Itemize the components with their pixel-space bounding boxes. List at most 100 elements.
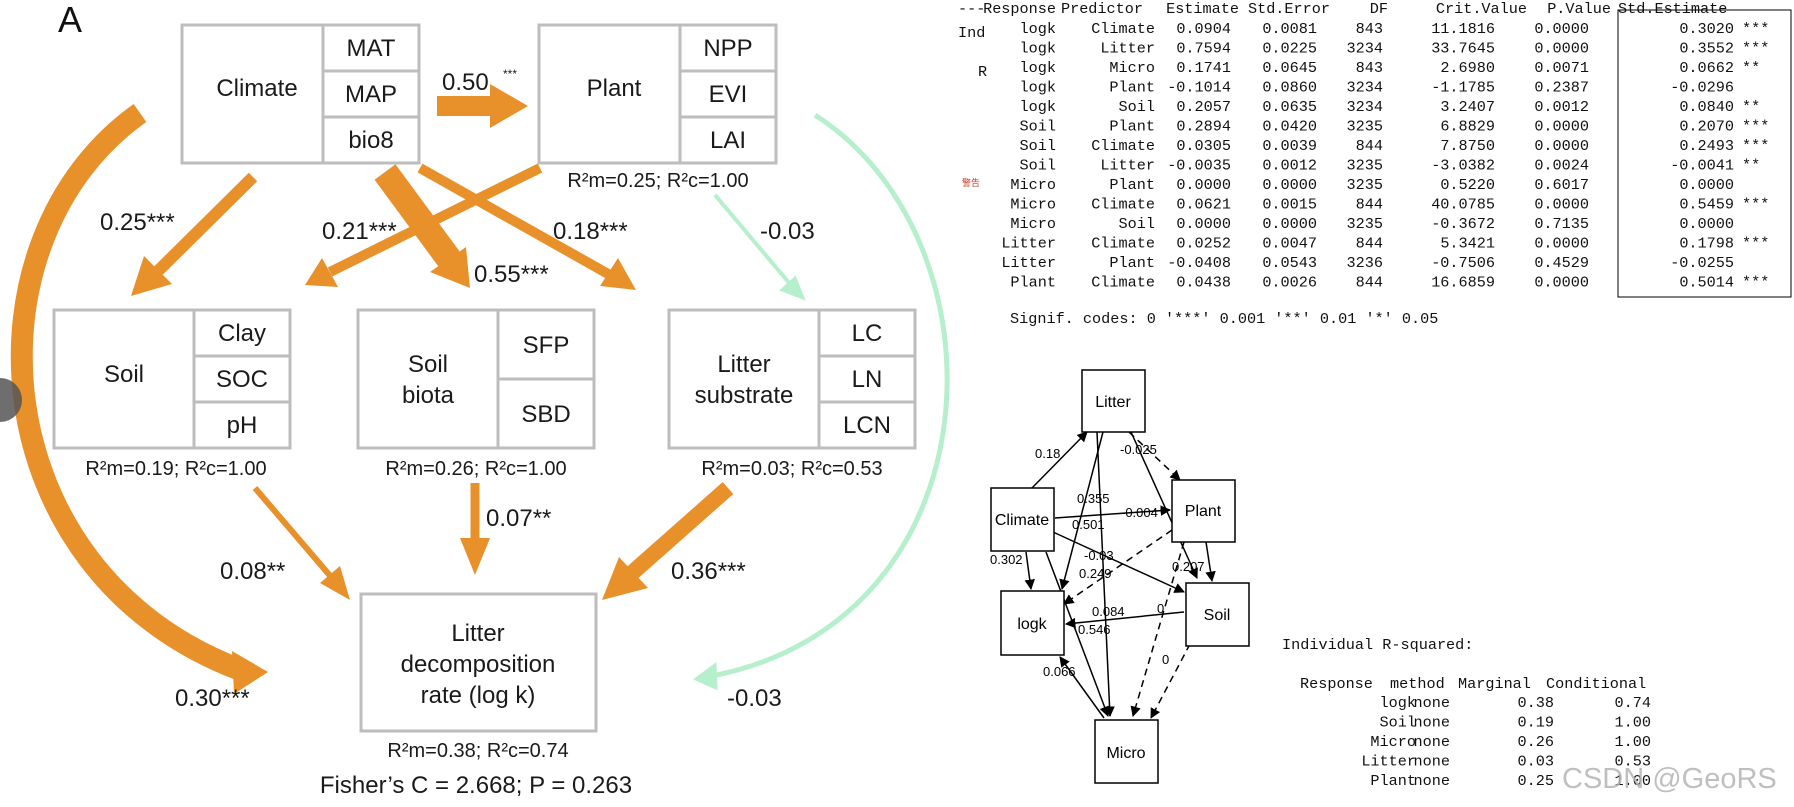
- coef-cell-r8-c1: Plant: [1109, 176, 1155, 194]
- node-climate-label: Climate: [216, 75, 297, 102]
- node-soil-label: Soil: [104, 361, 144, 388]
- coef-cell-r13-c5: 16.6859: [1431, 274, 1495, 292]
- coef-cell-r4-c1: Soil: [1119, 98, 1155, 116]
- coef-header-p-value: P.Value: [1547, 0, 1611, 18]
- coef-cell-r9-c7: 0.5459: [1679, 196, 1734, 214]
- node-decomp-label-1: Litter: [451, 620, 504, 647]
- path-climate-soil: [153, 172, 258, 276]
- coef-cell-r4-c0: logk: [1020, 98, 1056, 116]
- var-lcn: LCN: [843, 412, 891, 439]
- r2-header-response: Response: [1300, 675, 1373, 693]
- edge-soil-logk: [1064, 611, 1185, 629]
- dg-label-plant-soil: 0.207: [1172, 559, 1205, 574]
- coef-cell-r5-c1: Plant: [1109, 118, 1155, 136]
- node-biota-label-2: biota: [402, 382, 455, 409]
- dg-label-micro-logk: 0.546: [1078, 622, 1111, 637]
- var-ph: pH: [227, 412, 258, 439]
- coef-cell-r11-c0: Litter: [1001, 235, 1056, 253]
- coef-cell-r2-c3: 0.0645: [1262, 59, 1317, 77]
- node-litter-label-2: substrate: [695, 382, 794, 409]
- coef-cell-r1-c5: 33.7645: [1431, 40, 1495, 58]
- coef-cell-r13-c3: 0.0026: [1262, 274, 1317, 292]
- coef-cell-r9-c0: Micro: [1010, 196, 1056, 214]
- coef-cell-r4-c7: 0.0840: [1679, 98, 1734, 116]
- dg-label-climate-logk-a: 0.355: [1077, 491, 1110, 506]
- coef-cell-r3-c7: -0.0296: [1670, 79, 1734, 97]
- var-soc: SOC: [216, 366, 268, 393]
- coef-cell-r5-c7: 0.2070: [1679, 118, 1734, 136]
- coef-cell-r2-c1: Micro: [1109, 59, 1155, 77]
- coef-cell-r6-c6: 0.0000: [1534, 137, 1589, 155]
- coef-cell-r13-c1: Climate: [1091, 274, 1155, 292]
- path-climate-litter: [417, 163, 613, 280]
- coef-cell-r13-c8: ***: [1742, 274, 1769, 292]
- r2-header-marginal: Marginal: [1458, 675, 1531, 693]
- coef-cell-r11-c4: 844: [1356, 235, 1383, 253]
- coef-cell-r4-c6: 0.0012: [1534, 98, 1589, 116]
- coef-cell-r12-c5: -0.7506: [1431, 254, 1495, 272]
- node-plant-label: Plant: [587, 75, 642, 102]
- coef-cell-r8-c0: Micro: [1010, 176, 1056, 194]
- coef-cell-r12-c4: 3236: [1347, 254, 1383, 272]
- panel-letter: A: [58, 0, 82, 40]
- coef-climate-biota: 0.55***: [474, 261, 549, 288]
- signif-codes: Signif. codes: 0 '***' 0.001 '**' 0.01 '…: [1010, 310, 1438, 328]
- coef-cell-r4-c2: 0.2057: [1176, 98, 1231, 116]
- r2-cell-r1-c2: 0.19: [1518, 714, 1554, 732]
- dg-node-plant: Plant: [1171, 479, 1236, 543]
- coef-cell-r0-c7: 0.3020: [1679, 20, 1734, 38]
- edge-climate-soil: [1052, 531, 1185, 593]
- scroll-handle[interactable]: [0, 378, 22, 422]
- var-npp: NPP: [703, 35, 752, 62]
- coef-cell-r13-c7: 0.5014: [1679, 274, 1734, 292]
- r2-plant: R²m=0.25; R²c=1.00: [567, 170, 748, 192]
- dg-node-soil-label: Soil: [1204, 607, 1231, 624]
- coef-cell-r5-c0: Soil: [1020, 118, 1056, 136]
- coef-cell-r1-c4: 3234: [1347, 40, 1383, 58]
- coef-climate-decomp: 0.30***: [175, 685, 250, 712]
- coef-cell-r8-c5: 0.5220: [1440, 176, 1495, 194]
- coef-cell-r10-c6: 0.7135: [1534, 215, 1589, 233]
- coef-climate-plant-sig: ***: [503, 67, 517, 81]
- coef-cell-r10-c7: 0.0000: [1679, 215, 1734, 233]
- coef-plant-litter: -0.03: [760, 218, 815, 245]
- dg-label-micro-logk-b: 0.066: [1043, 664, 1076, 679]
- r2-cell-r2-c1: none: [1414, 733, 1450, 751]
- coef-cell-r12-c2: -0.0408: [1167, 254, 1231, 272]
- coef-cell-r7-c4: 3235: [1347, 157, 1383, 175]
- coef-cell-r2-c4: 843: [1356, 59, 1383, 77]
- coef-cell-r13-c2: 0.0438: [1176, 274, 1231, 292]
- r2-cell-r0-c0: logk: [1380, 694, 1416, 712]
- arrowhead-climate-soil: [131, 256, 172, 296]
- var-clay: Clay: [218, 320, 266, 347]
- coef-cell-r6-c0: Soil: [1020, 137, 1056, 155]
- dg-node-logk: logk: [1000, 590, 1065, 656]
- coef-cell-r12-c6: 0.4529: [1534, 254, 1589, 272]
- arrowhead-soil-decomp: [320, 566, 350, 600]
- arrowhead-litter-decomp: [602, 557, 648, 600]
- coef-cell-r8-c3: 0.0000: [1262, 176, 1317, 194]
- dg-label-litter-plant: -0.025: [1120, 442, 1157, 457]
- coef-cell-r12-c3: 0.0543: [1262, 254, 1317, 272]
- coef-cell-r5-c4: 3235: [1347, 118, 1383, 136]
- dg-label-climate-litter: 0.18: [1035, 446, 1060, 461]
- coef-cell-r7-c1: Litter: [1100, 157, 1155, 175]
- var-map: MAP: [345, 81, 397, 108]
- coef-cell-r5-c5: 6.8829: [1440, 118, 1495, 136]
- dg-node-plant-label: Plant: [1185, 503, 1222, 520]
- coef-cell-r10-c3: 0.0000: [1262, 215, 1317, 233]
- edge-soil-micro: [1150, 643, 1191, 719]
- coef-cell-r0-c6: 0.0000: [1534, 20, 1589, 38]
- edge-climate-plant: [1054, 505, 1172, 519]
- var-ln: LN: [852, 366, 883, 393]
- coef-cell-r7-c2: -0.0035: [1167, 157, 1231, 175]
- r2-cell-r2-c2: 0.26: [1518, 733, 1554, 751]
- fisher-stat: Fisher’s C = 2.668; P = 0.263: [320, 772, 632, 799]
- r2-biota: R²m=0.26; R²c=1.00: [385, 458, 566, 480]
- r2-cell-r1-c1: none: [1414, 714, 1450, 732]
- edge-climate-micro: [1045, 551, 1110, 717]
- coef-cell-r1-c1: Litter: [1100, 40, 1155, 58]
- coef-cell-r8-c7: 0.0000: [1679, 176, 1734, 194]
- coef-cell-r7-c0: Soil: [1020, 157, 1056, 175]
